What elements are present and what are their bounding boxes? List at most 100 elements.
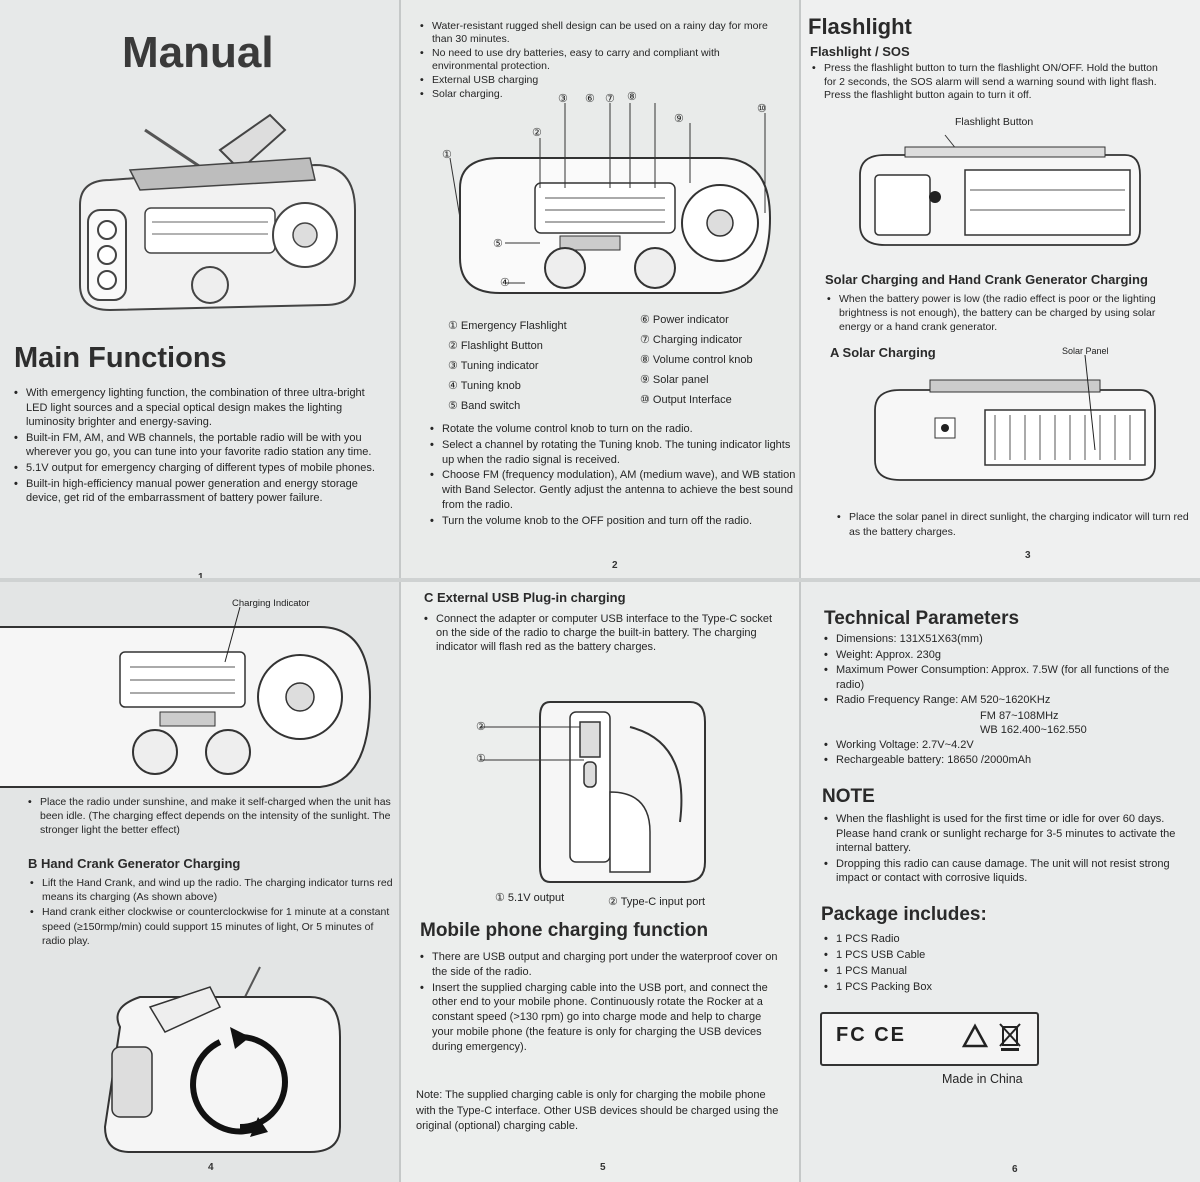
list-item: Radio Frequency Range: AM 520~1620KHz	[824, 693, 1194, 708]
callout-8: ⑧	[627, 91, 637, 103]
legend-item: ③ Tuning indicator	[448, 360, 539, 372]
list-item: 1 PCS Manual	[824, 964, 1124, 979]
weee-bin-icon	[999, 1023, 1021, 1051]
made-in-label: Made in China	[942, 1072, 1023, 1086]
list-item: Place the radio under sunshine, and make…	[28, 795, 393, 838]
page-5: C External USB Plug-in charging Connect …	[400, 582, 800, 1182]
fold-line	[399, 0, 401, 1182]
flashlight-instructions: Press the flashlight button to turn the …	[812, 62, 1172, 104]
list-item: Water-resistant rugged shell design can …	[420, 20, 780, 46]
hand-crank-list: Lift the Hand Crank, and wind up the rad…	[30, 876, 395, 949]
mobile-charging-list: There are USB output and charging port u…	[420, 950, 785, 1056]
callout-4: ④	[500, 277, 510, 289]
page-6: Technical Parameters Dimensions: 131X51X…	[800, 582, 1200, 1182]
flashlight-heading: Flashlight	[808, 14, 912, 39]
legend-item: ⑧ Volume control knob	[640, 354, 753, 366]
list-item: Press the flashlight button to turn the …	[812, 62, 1172, 103]
list-item: Rotate the volume control knob to turn o…	[430, 422, 800, 437]
legend-item: ⑦ Charging indicator	[640, 334, 743, 346]
notes-list: When the flashlight is used for the firs…	[824, 812, 1194, 887]
legend-item: ① Emergency Flashlight	[448, 320, 567, 332]
list-item: When the battery power is low (the radio…	[827, 292, 1187, 334]
charging-cable-note: Note: The supplied charging cable is onl…	[416, 1089, 779, 1132]
list-item: Place the solar panel in direct sunlight…	[837, 510, 1197, 540]
list-item: With emergency lighting function, the co…	[14, 386, 389, 430]
hand-crank-illustration	[103, 966, 341, 1153]
mobile-charging-heading: Mobile phone charging function	[420, 920, 709, 941]
list-item: Maximum Power Consumption: Approx. 7.5W …	[824, 663, 1194, 692]
flashlight-sos-subheading: Flashlight / SOS	[810, 44, 910, 59]
legend-right: ⑥ Power indicator ⑦ Charging indicator ⑧…	[640, 310, 800, 410]
page-3: Flashlight Flashlight / SOS Press the fl…	[800, 0, 1200, 578]
solar-hand-crank-subheading: Solar Charging and Hand Crank Generator …	[825, 272, 1148, 287]
solar-hand-crank-text: When the battery power is low (the radio…	[827, 292, 1187, 335]
legend-item: ⑤ Band switch	[448, 400, 521, 412]
main-functions-list: With emergency lighting function, the co…	[14, 386, 389, 507]
list-item: Connect the adapter or computer USB inte…	[424, 612, 784, 654]
list-item: There are USB output and charging port u…	[420, 950, 785, 980]
usb-charging-text: Connect the adapter or computer USB inte…	[424, 612, 784, 655]
package-heading: Package includes:	[821, 904, 987, 925]
features-list: Water-resistant rugged shell design can …	[420, 20, 780, 102]
list-item: Weight: Approx. 230g	[824, 648, 1194, 663]
callout-1: ①	[476, 753, 486, 765]
certification-box: FC CE	[820, 1012, 1039, 1066]
list-item: Built-in high-efficiency manual power ge…	[14, 477, 389, 506]
radio-charging-indicator-diagram	[0, 606, 372, 788]
sunshine-instructions: Place the radio under sunshine, and make…	[28, 795, 393, 839]
fold-line	[799, 0, 801, 1182]
page-number: 1	[198, 572, 204, 578]
freq-fm: FM 87~108MHz	[980, 709, 1059, 722]
page-number: 5	[600, 1162, 606, 1173]
list-item: Lift the Hand Crank, and wind up the rad…	[30, 876, 395, 904]
technical-parameters-list: Dimensions: 131X51X63(mm) Weight: Approx…	[824, 632, 1194, 769]
list-item: Select a channel by rotating the Tuning …	[430, 438, 800, 468]
list-item: Insert the supplied charging cable into …	[420, 981, 785, 1055]
callout-2: ②	[532, 127, 542, 139]
cert-marks: FC CE	[836, 1024, 906, 1046]
charging-indicator-label: Charging Indicator	[232, 598, 310, 609]
operation-list: Rotate the volume control knob to turn o…	[430, 422, 800, 530]
solar-panel-label: Solar Panel	[1062, 346, 1109, 356]
port-label-input: ② Type-C input port	[608, 896, 706, 908]
callout-5: ⑤	[493, 238, 503, 250]
callout-7: ⑦	[605, 93, 615, 105]
callout-6: ⑥	[585, 93, 595, 105]
solar-instructions: Place the solar panel in direct sunlight…	[837, 510, 1197, 541]
legend-item: ⑥ Power indicator	[640, 314, 729, 326]
port-label-output: ① 5.1V output	[495, 892, 565, 904]
list-item: 1 PCS Radio	[824, 932, 1124, 947]
list-item: Rechargeable battery: 18650 /2000mAh	[824, 753, 1194, 768]
list-item: 1 PCS USB Cable	[824, 948, 1124, 963]
list-item: Hand crank either clockwise or countercl…	[30, 905, 395, 948]
legend-item: ④ Tuning knob	[448, 380, 521, 392]
page-number: 3	[1025, 550, 1031, 561]
list-item: Dropping this radio can cause damage. Th…	[824, 857, 1194, 886]
page-number: 6	[1012, 1164, 1018, 1175]
freq-wb: WB 162.400~162.550	[980, 724, 1087, 736]
usb-charging-heading: C External USB Plug-in charging	[424, 590, 626, 605]
package-list: 1 PCS Radio 1 PCS USB Cable 1 PCS Manual…	[824, 932, 1124, 996]
page-number: 2	[612, 560, 618, 571]
callout-1: ①	[442, 149, 452, 161]
callout-3: ③	[558, 93, 568, 105]
list-item: Choose FM (frequency modulation), AM (me…	[430, 468, 800, 512]
hand-crank-heading: B Hand Crank Generator Charging	[28, 856, 241, 871]
list-item: External USB charging	[420, 74, 780, 87]
legend-left: ① Emergency Flashlight ② Flashlight Butt…	[448, 316, 638, 416]
fold-line	[0, 578, 1200, 582]
note-heading: NOTE	[822, 786, 875, 807]
list-item: Turn the volume knob to the OFF position…	[430, 514, 800, 529]
list-item: 5.1V output for emergency charging of di…	[14, 461, 389, 476]
callout-9: ⑨	[674, 113, 684, 125]
flashlight-button-label: Flashlight Button	[955, 116, 1034, 128]
usb-port-diagram	[480, 701, 706, 883]
radio-solar-panel-diagram	[874, 354, 1156, 481]
callout-2: ②	[476, 721, 486, 733]
legend-item: ⑨ Solar panel	[640, 374, 709, 386]
radio-side-flashlight-diagram	[859, 134, 1141, 246]
list-item: Working Voltage: 2.7V~4.2V	[824, 738, 1194, 753]
page-2: Water-resistant rugged shell design can …	[400, 0, 800, 578]
list-item: No need to use dry batteries, easy to ca…	[420, 47, 780, 73]
